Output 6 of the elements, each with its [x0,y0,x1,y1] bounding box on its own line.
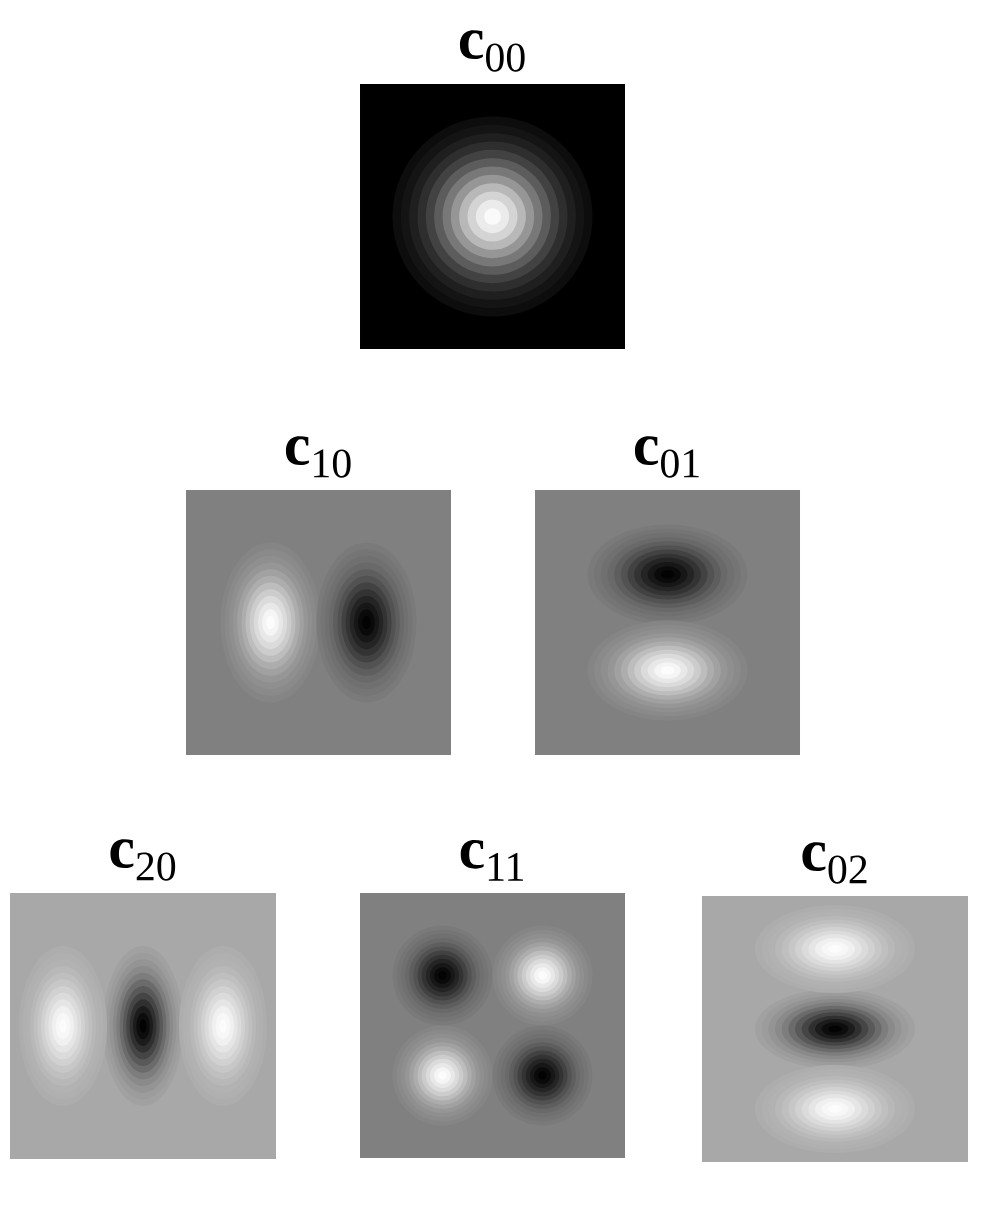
panel-heading: c$_{10}$ [285,436,351,478]
panel-heading: c$_{02}$ [802,842,867,884]
panel-heading: c$_{01}$ [634,436,699,478]
panel-heading: c$_{11}$ [460,839,523,881]
panel-heading: c$_{20}$ [110,839,176,881]
panel-heading: c$_{00}$ [459,30,525,72]
